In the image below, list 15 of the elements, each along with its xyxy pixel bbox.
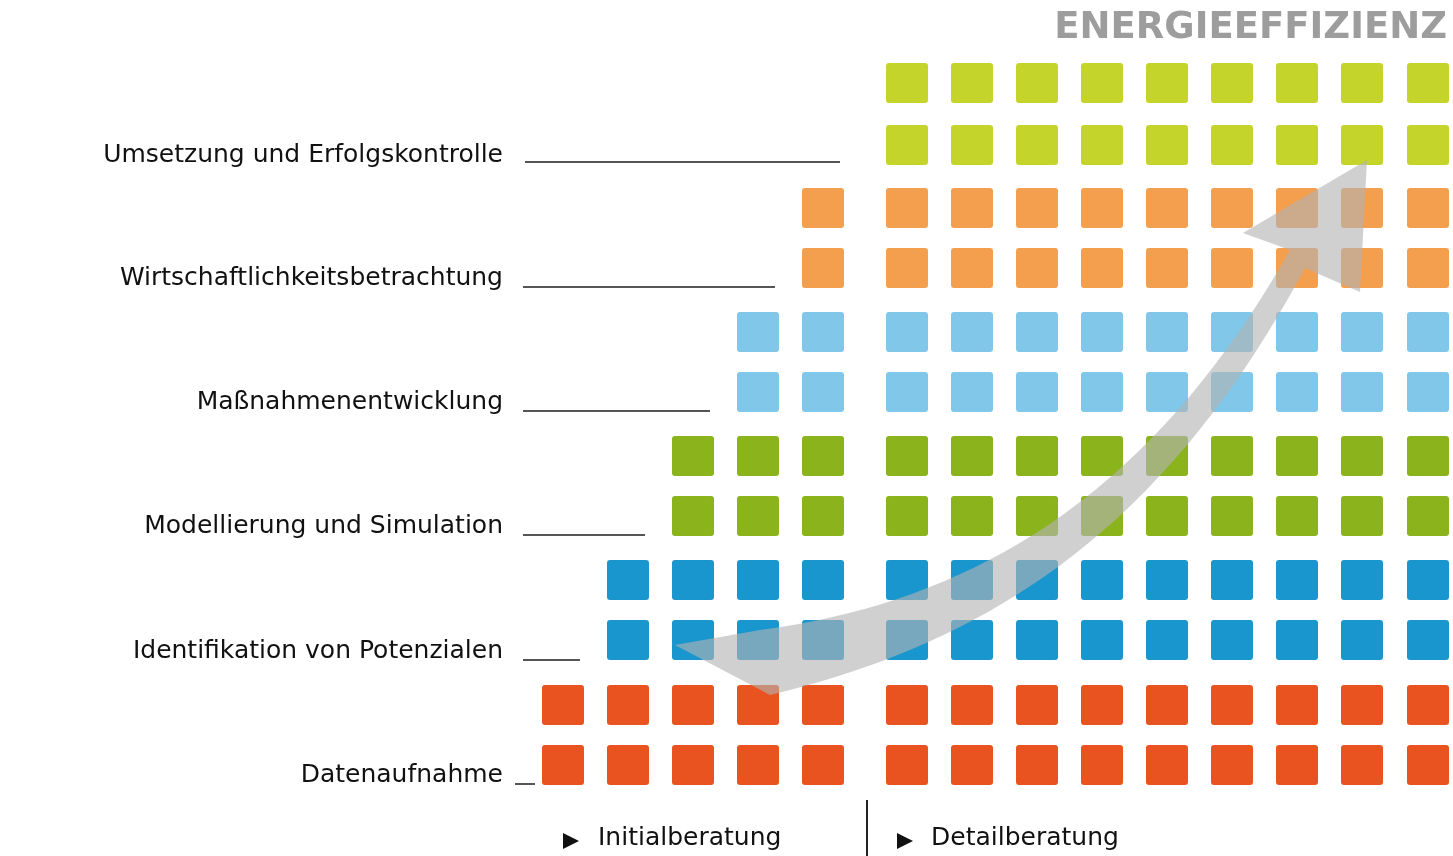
phase-label: Detailberatung — [931, 822, 1119, 851]
leader-line — [522, 286, 776, 288]
leader-line — [522, 410, 711, 412]
leader-line — [522, 659, 581, 661]
stage-label: Identifikation von Potenzialen — [132, 635, 503, 664]
phase-label: Initialberatung — [598, 822, 782, 851]
stage-label: Datenaufnahme — [300, 759, 503, 788]
title: ENERGIEEFFIZIENZ — [1054, 4, 1447, 47]
stage-label: Wirtschaftlichkeitsbetrachtung — [119, 262, 503, 291]
stage-label: Modellierung und Simulation — [144, 510, 503, 539]
stage-label: Umsetzung und Erfolgskontrolle — [103, 139, 503, 168]
stage-label: Maßnahmenentwicklung — [196, 386, 503, 415]
leader-line — [524, 161, 841, 163]
leader-line — [514, 783, 536, 785]
leader-line — [522, 534, 646, 536]
